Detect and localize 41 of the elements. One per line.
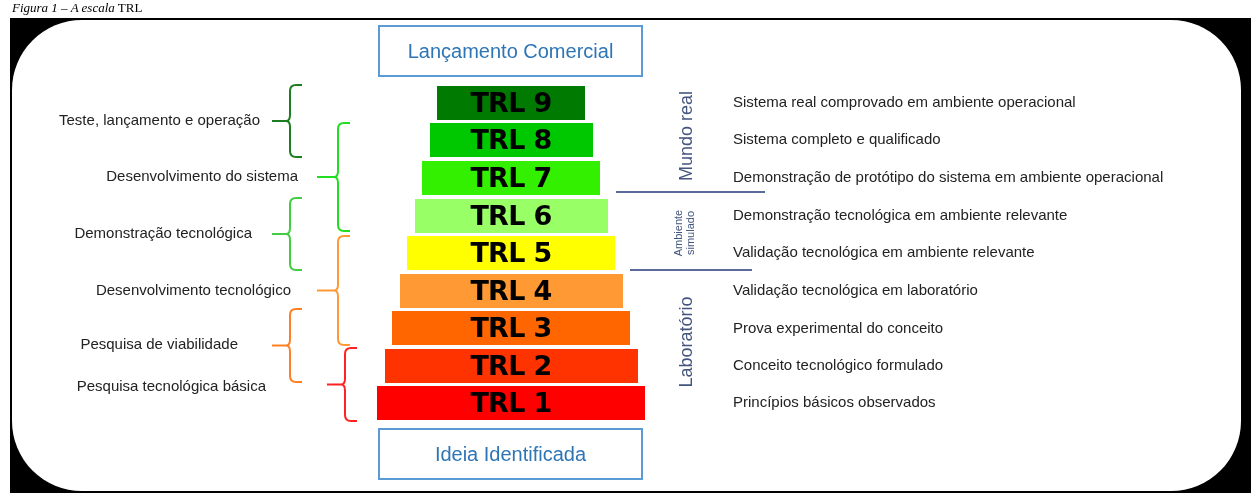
- level-description: Validação tecnológica em laboratório: [733, 280, 978, 300]
- trl-level-bar: [414, 199, 608, 233]
- phase-label: Desenvolvimento tecnológico: [95, 280, 291, 300]
- phase-label: Pesquisa de viabilidade: [80, 334, 238, 354]
- level-description: Conceito tecnológico formulado: [733, 355, 944, 375]
- level-description: Validação tecnológica em ambiente relevante: [733, 242, 1035, 262]
- milestone-box: [378, 25, 643, 77]
- phase-label: Pesquisa tecnológica básica: [76, 376, 266, 396]
- level-label: TRL 8: [470, 122, 552, 157]
- level-label: TRL 6: [470, 198, 552, 233]
- level-label: TRL 2: [470, 348, 552, 383]
- phase-label: Demonstração tecnológica: [74, 223, 252, 243]
- phase-label: Teste, lançamento e operação: [59, 110, 260, 130]
- level-label: TRL 9: [470, 85, 552, 120]
- milestone-box: [378, 428, 643, 480]
- level-label: TRL 1: [470, 385, 552, 420]
- trl-level-bar: [377, 386, 645, 420]
- level-description: Prova experimental do conceito: [733, 318, 944, 338]
- milestone-label: Lançamento Comercial: [407, 39, 614, 64]
- trl-level-bar: [399, 274, 623, 308]
- environment-label: Ambiente simulado: [672, 208, 696, 259]
- phase-label: Desenvolvimento do sistema: [106, 166, 298, 186]
- trl-level-bar: [422, 161, 600, 195]
- level-label: TRL 7: [470, 160, 552, 195]
- level-description: Sistema real comprovado em ambiente operacional: [733, 92, 1076, 112]
- trl-level-bar: [437, 86, 585, 120]
- environment-label: Laboratório: [675, 295, 697, 390]
- environment-label: Mundo real: [675, 89, 697, 184]
- level-description: Princípios básicos observados: [733, 392, 936, 412]
- level-description: Demonstração de protótipo do sistema em ambiente operacional: [733, 167, 1164, 187]
- level-label: TRL 5: [470, 235, 552, 270]
- level-description: Sistema completo e qualificado: [733, 129, 941, 149]
- level-label: TRL 4: [470, 273, 552, 308]
- trl-level-bar: [392, 311, 630, 345]
- level-label: TRL 3: [470, 310, 552, 345]
- level-description: Demonstração tecnológica em ambiente relevante: [733, 205, 1068, 225]
- trl-level-bar: [429, 123, 593, 157]
- figure-title: Figura 1 – A escala TRL: [12, 0, 143, 16]
- milestone-label: Ideia Identificada: [434, 442, 587, 467]
- trl-level-bar: [384, 349, 638, 383]
- trl-level-bar: [407, 236, 615, 270]
